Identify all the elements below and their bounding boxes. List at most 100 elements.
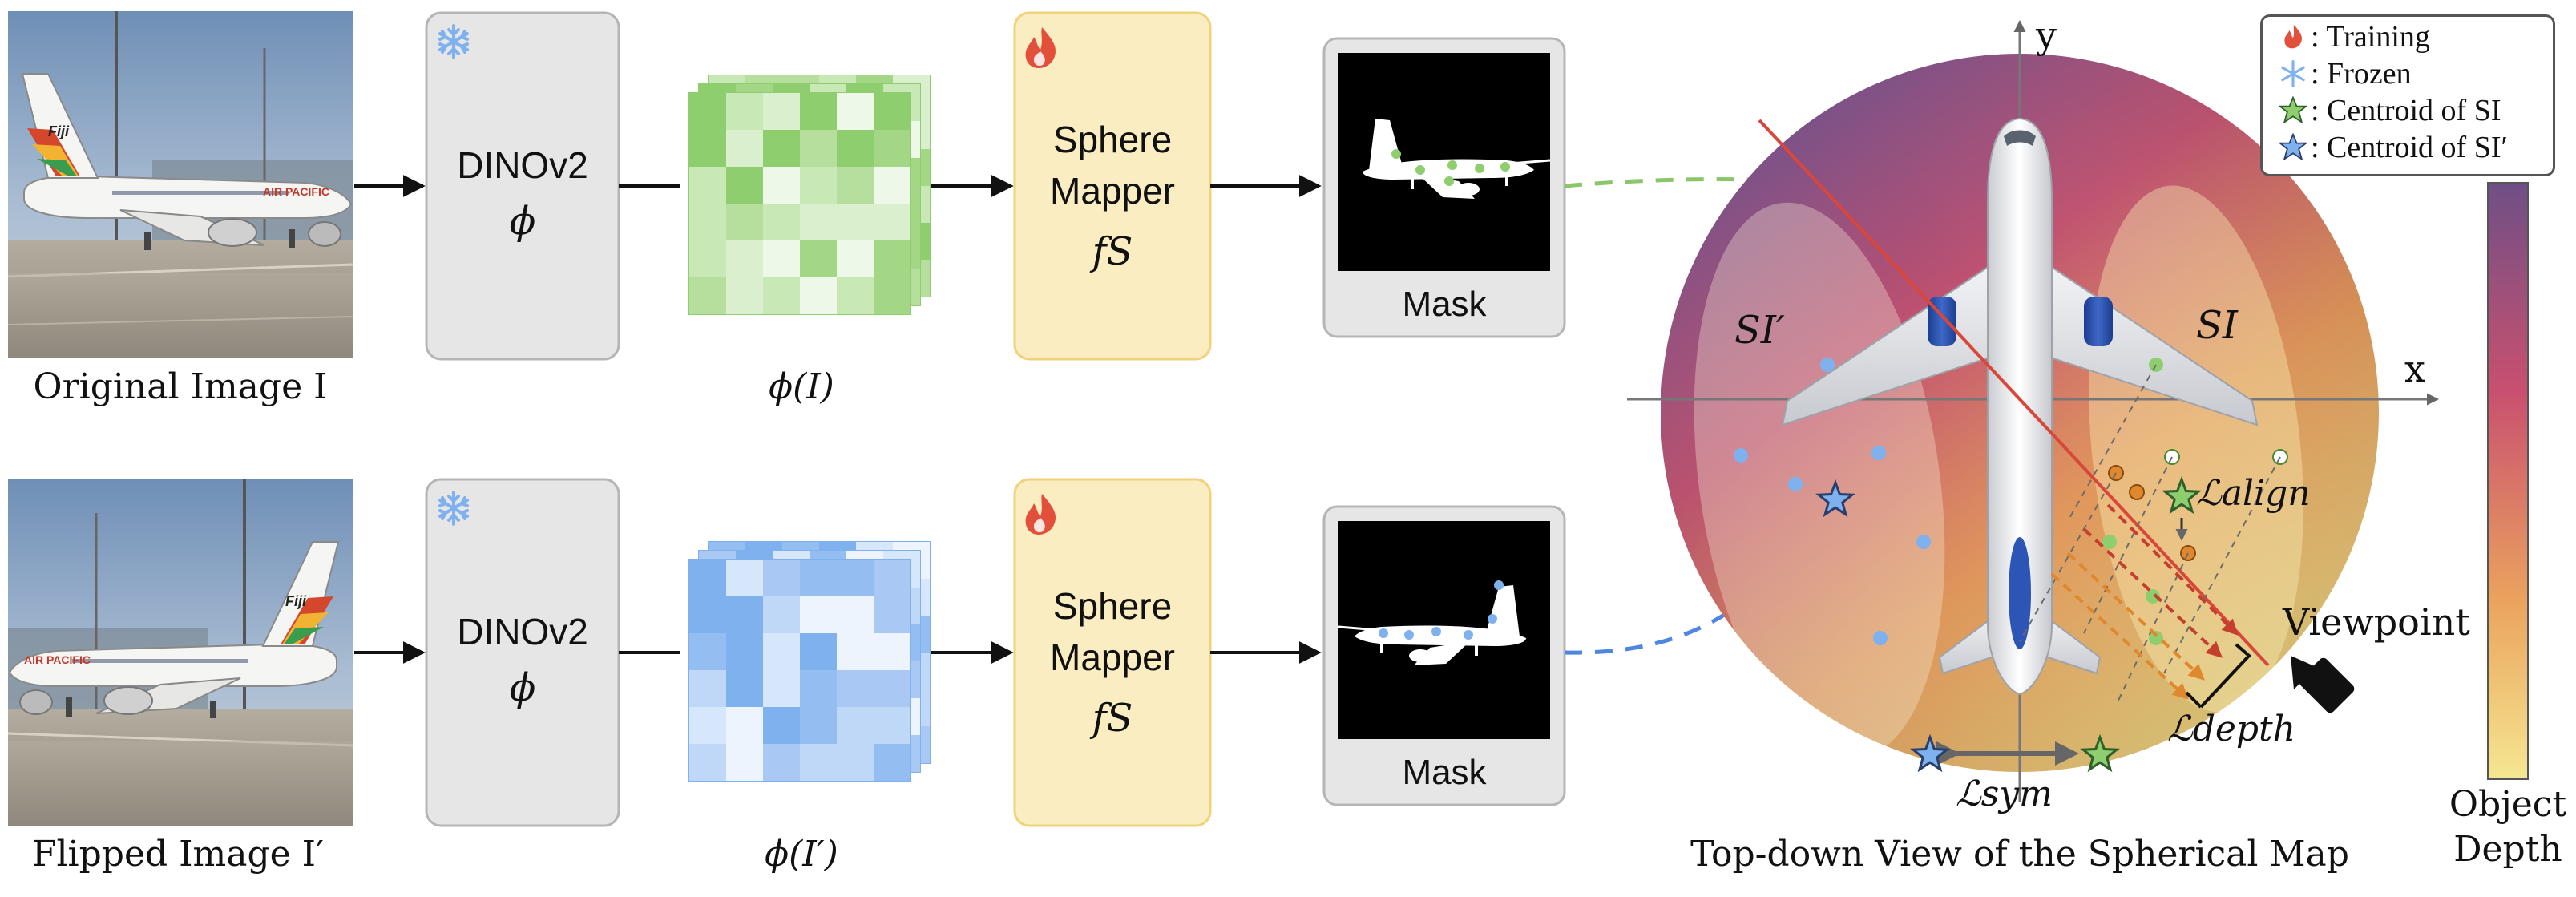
region-left-label: SI′ [1734, 308, 1785, 353]
top-row: Fiji AIR PACIFIC Original Image I DINOv2… [7, 11, 2199, 407]
x-axis-label: x [2404, 347, 2425, 390]
feature-cell [874, 130, 910, 167]
depth-colorbar: Object Depth [2449, 182, 2566, 870]
legend-row-centroid-si: : Centroid of SI [2275, 92, 2501, 129]
encoder-name: DINOv2 [457, 144, 588, 186]
original-image: Fiji AIR PACIFIC [7, 11, 353, 358]
feature-cell [800, 130, 837, 167]
mask-label: Mask [1402, 753, 1487, 792]
feature-cell [874, 93, 910, 130]
centroid-si-prime-star [1815, 479, 1855, 518]
region-right-label: SI [2196, 303, 2239, 348]
feature-cell [763, 596, 800, 633]
centroid-si-prime-star [1910, 733, 1950, 773]
loss-align-label: ℒalign [2196, 473, 2311, 514]
feature-cell [837, 93, 874, 130]
loss-sym-label: ℒsym [1956, 774, 2053, 814]
feature-cell [726, 744, 763, 781]
flipped-image: Fiji AIR PACIFIC [7, 479, 353, 826]
feature-cell [689, 277, 726, 314]
feature-map-layer [688, 559, 911, 782]
feature-cell [874, 707, 910, 744]
mapper-title-line1: Sphere [1053, 585, 1172, 627]
feature-cell [689, 130, 726, 167]
feature-cell [689, 167, 726, 204]
feature-cell [837, 707, 874, 744]
feature-cell [763, 240, 800, 277]
feature-cell [689, 744, 726, 781]
mapper-title-line1: Sphere [1053, 119, 1172, 160]
feature-cell [689, 670, 726, 707]
feature-cell [726, 240, 763, 277]
symmetry-loss: ℒsym [1910, 733, 2120, 814]
feature-cell [800, 277, 837, 314]
feature-cell [689, 204, 726, 240]
feature-cell [763, 560, 800, 596]
features-caption: ϕ(I) [769, 366, 834, 407]
loss-depth-label: ℒdepth [2167, 709, 2295, 750]
dino-encoder-box: DINOv2 ϕ [425, 11, 620, 361]
feature-cell [726, 670, 763, 707]
feature-cell [837, 204, 874, 240]
feature-cell [800, 240, 837, 277]
feature-cell [837, 560, 874, 596]
features-caption: ϕ(I′) [765, 834, 838, 875]
feature-cell [874, 167, 910, 204]
feature-cell [726, 167, 763, 204]
symmetry-plane-line [1758, 119, 2270, 667]
sphere-mapper-box: Sphere Mapper fS [1013, 11, 1212, 361]
feature-cell [837, 130, 874, 167]
feature-cell [800, 204, 837, 240]
feature-cell [800, 596, 837, 633]
feature-cell [689, 633, 726, 670]
sphere-mapper-box: Sphere Mapper fS [1013, 478, 1212, 827]
mapper-symbol: fS [1090, 229, 1133, 274]
mask-card: Mask [1322, 37, 1566, 338]
tail-logo-text: Fiji [285, 593, 307, 609]
airplane-photo-flipped: Fiji AIR PACIFIC [8, 541, 340, 718]
feature-cell [763, 707, 800, 744]
feature-cell [689, 596, 726, 633]
feature-cell [763, 744, 800, 781]
feature-cell [800, 670, 837, 707]
legend-frozen-text: : Frozen [2311, 57, 2412, 91]
feature-cell [763, 130, 800, 167]
legend-training-text: : Training [2311, 20, 2430, 54]
mapper-title-line2: Mapper [1050, 170, 1175, 212]
mask-points-blue [1379, 580, 1504, 640]
bottom-row: Fiji AIR PACIFIC Flipped Image I′ DINOv2… [7, 478, 1791, 875]
feature-cell [874, 744, 910, 781]
airplane-silhouette [1338, 585, 1526, 665]
green-feature-maps [688, 75, 931, 315]
centroid-si-star [2162, 475, 2202, 515]
feature-cell [837, 633, 874, 670]
feature-cell [763, 167, 800, 204]
feature-cell [726, 596, 763, 633]
fuselage-text: AIR PACIFIC [24, 653, 91, 666]
feature-cell [874, 560, 910, 596]
legend-row-centroid-si-prime: : Centroid of SI′ [2275, 129, 2508, 166]
green-star-icon [2275, 96, 2311, 125]
feature-cell [874, 277, 910, 314]
legend-row-training: : Training [2275, 18, 2430, 55]
feature-cell [726, 130, 763, 167]
original-image-caption: Original Image I [34, 366, 328, 407]
feature-cell [837, 670, 874, 707]
feature-cell [763, 93, 800, 130]
feature-cell [800, 560, 837, 596]
feature-cell [726, 93, 763, 130]
blue-points [1734, 358, 1931, 645]
mask-label: Mask [1402, 285, 1487, 324]
tail-logo-text: Fiji [48, 123, 70, 139]
feature-cell [689, 93, 726, 130]
y-axis-label: y [2035, 14, 2057, 57]
legend-centroid-si-prime-text: : Centroid of SI′ [2311, 131, 2508, 164]
feature-cell [800, 633, 837, 670]
airplane-top-view [1781, 117, 2259, 696]
feature-cell [800, 93, 837, 130]
airplane-photo: Fiji AIR PACIFIC [21, 73, 353, 250]
legend-row-frozen: : Frozen [2275, 55, 2412, 92]
feature-cell [689, 707, 726, 744]
feature-cell [726, 204, 763, 240]
feature-cell [837, 277, 874, 314]
